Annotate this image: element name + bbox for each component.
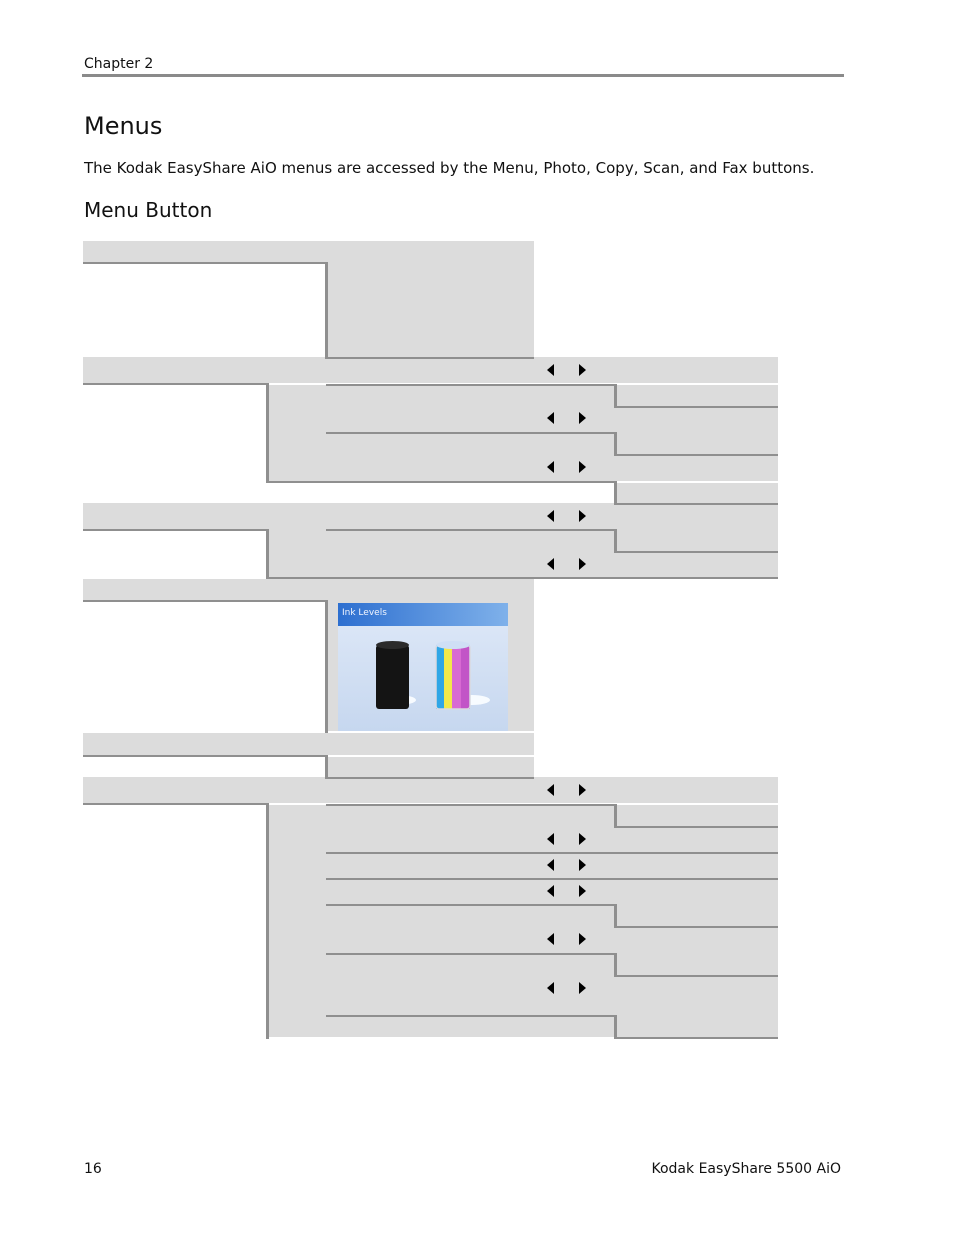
right-arrow-icon xyxy=(579,833,586,845)
table-gap xyxy=(269,483,615,501)
header-rule xyxy=(82,74,844,77)
divider xyxy=(326,432,616,434)
right-arrow-icon xyxy=(579,933,586,945)
left-arrow-icon xyxy=(547,784,554,796)
table-cell xyxy=(83,777,778,803)
table-cell xyxy=(614,505,778,529)
table-cell xyxy=(327,263,534,357)
divider xyxy=(266,383,269,483)
right-arrow-icon xyxy=(579,558,586,570)
left-arrow-icon xyxy=(547,364,554,376)
divider xyxy=(325,600,328,733)
divider xyxy=(614,926,778,928)
table-cell xyxy=(327,757,534,777)
divider xyxy=(83,529,269,531)
divider xyxy=(83,262,328,264)
divider xyxy=(326,878,778,880)
black-ink-cartridge xyxy=(376,645,409,709)
divider xyxy=(266,529,269,579)
divider xyxy=(83,803,269,805)
table-cell xyxy=(268,805,778,1037)
divider xyxy=(614,384,617,408)
right-arrow-icon xyxy=(579,412,586,424)
divider xyxy=(325,263,328,359)
divider xyxy=(614,826,778,828)
divider xyxy=(614,953,617,977)
right-arrow-icon xyxy=(579,982,586,994)
table-cell xyxy=(83,357,778,383)
ink-levels-image xyxy=(338,603,508,731)
divider xyxy=(614,432,617,456)
divider xyxy=(614,529,617,553)
right-arrow-icon xyxy=(579,859,586,871)
divider xyxy=(326,804,616,806)
divider xyxy=(614,551,778,553)
divider xyxy=(614,904,617,928)
divider xyxy=(614,975,778,977)
divider xyxy=(83,383,269,385)
divider xyxy=(614,804,617,828)
ink-levels-screen: Ink Levels xyxy=(338,603,508,731)
left-arrow-icon xyxy=(547,558,554,570)
divider xyxy=(614,503,778,505)
divider xyxy=(326,953,616,955)
divider xyxy=(326,904,616,906)
right-arrow-icon xyxy=(579,461,586,473)
page-number: 16 xyxy=(84,1161,102,1177)
left-arrow-icon xyxy=(547,833,554,845)
divider xyxy=(614,1037,778,1039)
divider xyxy=(326,852,778,854)
section-title: Menu Button xyxy=(84,198,213,222)
right-arrow-icon xyxy=(579,885,586,897)
divider xyxy=(266,481,616,483)
left-arrow-icon xyxy=(547,461,554,473)
divider xyxy=(326,529,616,531)
divider xyxy=(325,777,534,779)
divider xyxy=(326,384,616,386)
divider xyxy=(266,577,778,579)
left-arrow-icon xyxy=(547,885,554,897)
right-arrow-icon xyxy=(579,510,586,522)
table-cell xyxy=(83,733,534,755)
divider xyxy=(614,481,617,505)
table-cell xyxy=(83,579,534,600)
table-cell xyxy=(268,529,778,577)
left-arrow-icon xyxy=(547,982,554,994)
divider xyxy=(83,755,328,757)
chapter-label: Chapter 2 xyxy=(84,56,154,72)
divider xyxy=(614,1015,617,1039)
divider xyxy=(614,454,778,456)
intro-paragraph: The Kodak EasyShare AiO menus are access… xyxy=(84,159,815,177)
divider xyxy=(325,755,328,779)
divider xyxy=(325,357,534,359)
table-cell xyxy=(83,503,614,529)
left-arrow-icon xyxy=(547,859,554,871)
left-arrow-icon xyxy=(547,510,554,522)
divider xyxy=(326,1015,616,1017)
divider xyxy=(614,406,778,408)
color-ink-cartridge xyxy=(435,641,471,710)
left-arrow-icon xyxy=(547,933,554,945)
left-arrow-icon xyxy=(547,412,554,424)
divider xyxy=(266,803,269,1039)
product-name: Kodak EasyShare 5500 AiO xyxy=(651,1161,842,1177)
table-cell xyxy=(617,483,778,503)
divider xyxy=(83,600,328,602)
right-arrow-icon xyxy=(579,364,586,376)
table-cell xyxy=(83,241,534,263)
ink-levels-title: Ink Levels xyxy=(342,608,387,618)
page-title: Menus xyxy=(84,112,163,140)
right-arrow-icon xyxy=(579,784,586,796)
